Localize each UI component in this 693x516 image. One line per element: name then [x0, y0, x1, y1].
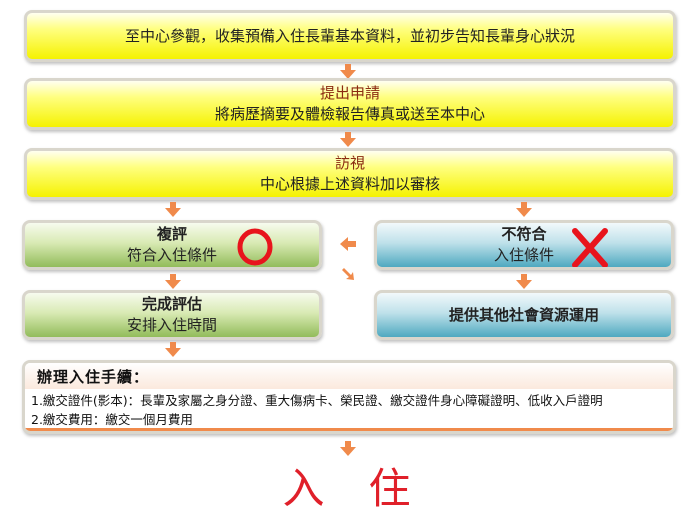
arrow-down-icon: [516, 202, 532, 217]
arrow-down-icon: [340, 132, 356, 147]
arrow-down-right-icon: [342, 268, 354, 280]
arrow-left-icon: [340, 237, 356, 251]
step-complete-title: 完成評估: [141, 295, 202, 313]
step-reassess-text: 符合入住條件: [126, 246, 217, 264]
arrow-down-icon: [165, 202, 181, 217]
step-visit: 至中心參觀，收集預備入住長輩基本資料，並初步告知長輩身心狀況: [24, 10, 676, 62]
step-apply-title: 提出申請: [319, 84, 380, 102]
arrow-down-icon: [516, 274, 532, 289]
procedure-item: 2.繳交費用：繳交一個月費用: [31, 412, 193, 427]
arrow-down-icon: [165, 342, 181, 357]
step-not-qualified-title: 不符合: [501, 225, 547, 243]
final-char: 入: [282, 464, 325, 513]
arrow-down-icon: [165, 274, 181, 289]
step-not-qualified-text: 入住條件: [493, 246, 554, 264]
step-other-resources-text: 提供其他社會資源運用: [448, 305, 599, 324]
procedures-title: 辦理入住手續：: [25, 363, 673, 389]
final-move-in: 入住: [0, 455, 693, 516]
step-not-qualified: 不符合 入住條件: [374, 220, 674, 270]
step-home-visit: 訪視 中心根據上述資料加以審核: [24, 148, 676, 200]
step-visit-text: 至中心參觀，收集預備入住長輩基本資料，並初步告知長輩身心狀況: [124, 26, 575, 45]
step-apply: 提出申請 將病歷摘要及體檢報告傳真或送至本中心: [24, 78, 676, 130]
step-complete-text: 安排入住時間: [126, 316, 217, 334]
arrow-down-icon: [340, 441, 356, 456]
circle-icon: [237, 228, 273, 266]
final-char: 住: [368, 464, 411, 513]
cross-icon: [572, 228, 608, 267]
procedures-list: 1.繳交證件(影本)：長輩及家屬之身分證、重大傷病卡、榮民證、繳交證件身心障礙證…: [25, 389, 673, 431]
step-home-visit-title: 訪視: [334, 154, 365, 172]
step-apply-text: 將病歷摘要及體檢報告傳真或送至本中心: [214, 105, 485, 123]
arrow-down-icon: [340, 64, 356, 79]
procedure-item: 1.繳交證件(影本)：長輩及家屬之身分證、重大傷病卡、榮民證、繳交證件身心障礙證…: [31, 393, 603, 408]
procedures-box: 辦理入住手續： 1.繳交證件(影本)：長輩及家屬之身分證、重大傷病卡、榮民證、繳…: [22, 360, 676, 434]
step-reassess: 複評 符合入住條件: [22, 220, 322, 270]
step-other-resources: 提供其他社會資源運用: [374, 290, 674, 340]
step-reassess-title: 複評: [156, 225, 187, 243]
step-home-visit-text: 中心根據上述資料加以審核: [259, 175, 440, 193]
step-complete: 完成評估 安排入住時間: [22, 290, 322, 340]
